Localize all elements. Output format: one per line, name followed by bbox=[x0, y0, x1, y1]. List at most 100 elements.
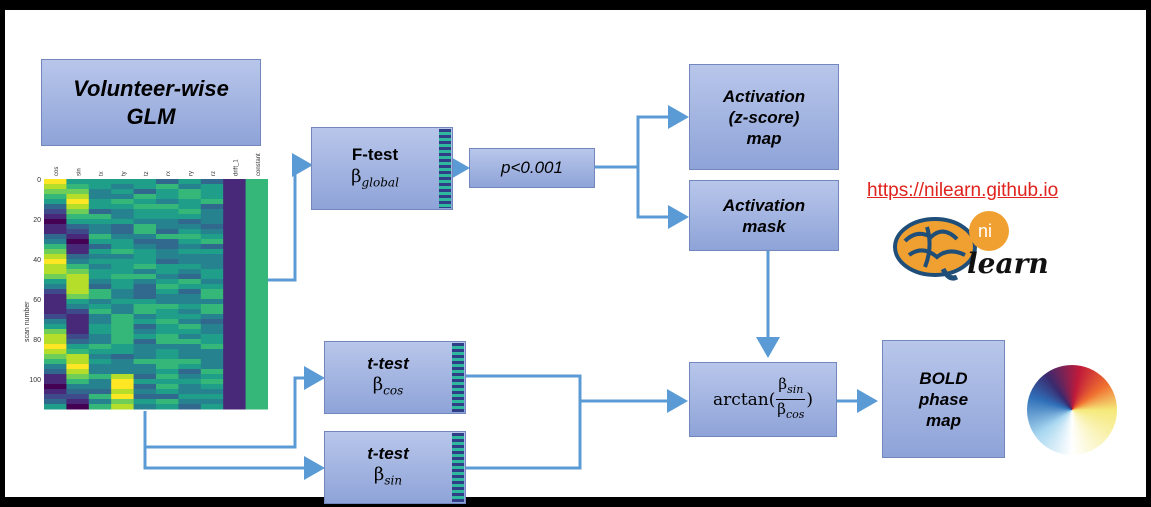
heatmap-cell bbox=[88, 304, 112, 310]
heatmap-cell bbox=[133, 359, 157, 365]
heatmap-cell bbox=[156, 264, 179, 270]
heatmap-cell bbox=[111, 394, 135, 400]
heatmap-cell bbox=[111, 214, 135, 220]
heatmap-cell bbox=[133, 214, 157, 220]
heatmap-cell bbox=[245, 234, 269, 240]
heatmap-cell bbox=[111, 359, 135, 365]
heatmap-cell bbox=[223, 179, 247, 185]
heatmap-cell bbox=[223, 359, 247, 365]
heatmap-cell bbox=[44, 224, 67, 230]
heatmap-cell bbox=[111, 194, 135, 200]
heatmap-cell bbox=[133, 229, 157, 235]
heatmap-cell bbox=[44, 344, 67, 350]
heatmap-cell bbox=[178, 324, 202, 330]
activation-map-box: Activation (z-score) map bbox=[689, 64, 839, 170]
heatmap-cell bbox=[66, 179, 90, 185]
heatmap-cell bbox=[156, 294, 179, 300]
heatmap-cell bbox=[245, 269, 269, 275]
heatmap-cell bbox=[111, 244, 135, 250]
arrow-glm-to-ttest-sin bbox=[143, 447, 325, 480]
heatmap-cell bbox=[156, 404, 179, 410]
heatmap-cell bbox=[245, 189, 269, 195]
heatmap-cell bbox=[88, 229, 112, 235]
heatmap-cell bbox=[156, 244, 179, 250]
heatmap-cell bbox=[44, 364, 67, 370]
heatmap-cell bbox=[88, 299, 112, 305]
heatmap-cell bbox=[111, 284, 135, 290]
heatmap-cell bbox=[88, 189, 112, 195]
heatmap-cell bbox=[223, 234, 247, 240]
heatmap-cell bbox=[88, 279, 112, 285]
heatmap-cell bbox=[223, 404, 247, 410]
heatmap-cell bbox=[44, 389, 67, 395]
heatmap-cell bbox=[200, 229, 224, 235]
heatmap-cell bbox=[245, 319, 269, 325]
heatmap-cell bbox=[178, 209, 202, 215]
heatmap-cell bbox=[66, 279, 90, 285]
heatmap-cell bbox=[111, 384, 135, 390]
heatmap-cell bbox=[133, 264, 157, 270]
heatmap-cell bbox=[44, 184, 67, 190]
heatmap-cell bbox=[223, 364, 247, 370]
heatmap-cell bbox=[178, 244, 202, 250]
heatmap-cell bbox=[66, 349, 90, 355]
heatmap-cell bbox=[178, 404, 202, 410]
heatmap-cell bbox=[44, 319, 67, 325]
heatmap-cell bbox=[156, 274, 179, 280]
brain-icon bbox=[893, 217, 977, 277]
heatmap-cell bbox=[200, 374, 224, 380]
heatmap-cell bbox=[156, 214, 179, 220]
heatmap-cell bbox=[178, 274, 202, 280]
heatmap-cell bbox=[156, 374, 179, 380]
heatmap-cell bbox=[156, 284, 179, 290]
nilearn-link[interactable]: https://nilearn.github.io bbox=[867, 180, 1059, 201]
heatmap-cell bbox=[223, 279, 247, 285]
heatmap-cell bbox=[44, 264, 67, 270]
arctan-numerator: βsin bbox=[776, 375, 806, 400]
heatmap-cell bbox=[178, 184, 202, 190]
heatmap-cell bbox=[245, 249, 269, 255]
heatmap-cell bbox=[111, 379, 135, 385]
heatmap-cell bbox=[133, 339, 157, 345]
logo-badge-text: ni bbox=[978, 221, 992, 241]
heatmap-cell bbox=[245, 329, 269, 335]
heatmap-cell bbox=[88, 369, 112, 375]
heatmap-cell bbox=[88, 394, 112, 400]
heatmap-cell bbox=[133, 334, 157, 340]
heatmap-cell bbox=[245, 334, 269, 340]
heatmap-cell bbox=[133, 389, 157, 395]
heatmap-cell bbox=[156, 339, 179, 345]
heatmap-cell bbox=[223, 284, 247, 290]
heatmap-cell bbox=[178, 379, 202, 385]
heatmap-cell bbox=[133, 219, 157, 225]
heatmap-cell bbox=[133, 379, 157, 385]
arctan-denominator: βcos bbox=[777, 400, 805, 421]
heatmap-cell bbox=[44, 334, 67, 340]
heatmap-cell bbox=[44, 324, 67, 330]
heatmap-cell bbox=[245, 349, 269, 355]
heatmap-cell bbox=[200, 324, 224, 330]
heatmap-cell bbox=[178, 269, 202, 275]
heatmap-cell bbox=[156, 229, 179, 235]
heatmap-cell bbox=[111, 219, 135, 225]
heatmap-cell bbox=[66, 284, 90, 290]
heatmap-cell bbox=[88, 334, 112, 340]
heatmap-cell bbox=[66, 269, 90, 275]
heatmap-cell bbox=[156, 289, 179, 295]
heatmap-cell bbox=[200, 219, 224, 225]
heatmap-cell bbox=[66, 359, 90, 365]
heatmap-cell bbox=[88, 309, 112, 315]
heatmap-cell bbox=[66, 399, 90, 405]
heatmap-cell bbox=[44, 249, 67, 255]
heatmap-cell bbox=[111, 184, 135, 190]
heatmap-cell bbox=[223, 344, 247, 350]
heatmap-cell bbox=[223, 309, 247, 315]
heatmap-cell bbox=[66, 204, 90, 210]
heatmap-cell bbox=[88, 319, 112, 325]
heatmap-cell bbox=[200, 304, 224, 310]
heatmap-cell bbox=[111, 209, 135, 215]
heatmap-cell bbox=[200, 329, 224, 335]
heatmap-cell bbox=[245, 384, 269, 390]
heatmap-cell bbox=[44, 229, 67, 235]
heatmap-cell bbox=[156, 309, 179, 315]
